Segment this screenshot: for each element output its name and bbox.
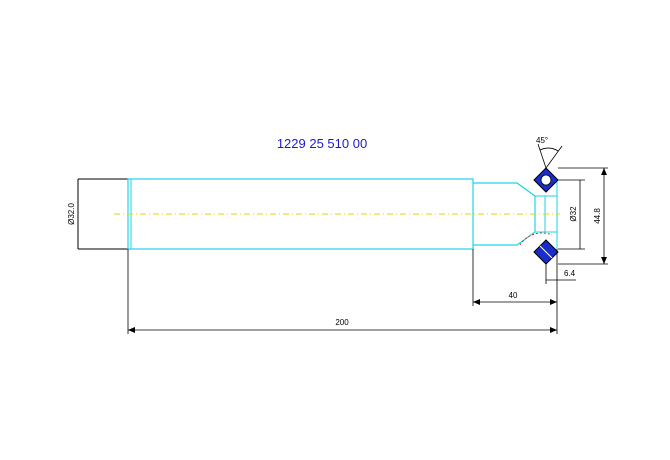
shank-diameter-label: Ø32.0 xyxy=(67,203,76,225)
offset-dimension: 6.4 xyxy=(545,249,576,284)
angle-label: 45° xyxy=(536,136,548,145)
head-length-label: 40 xyxy=(509,291,518,300)
shank-diameter-dimension: Ø32.0 xyxy=(67,203,76,225)
offset-label: 6.4 xyxy=(564,269,576,278)
bottom-insert xyxy=(533,239,559,265)
part-number-label: 1229 25 510 00 xyxy=(277,136,367,151)
bore-diameter-label: Ø32 xyxy=(569,206,578,222)
head-length-dimension: 40 xyxy=(472,249,558,306)
clearance-arc xyxy=(519,232,553,246)
insert-span-dimension: 44.8 xyxy=(558,167,608,265)
top-insert xyxy=(533,167,559,193)
bore-diameter-dimension: Ø32 xyxy=(558,179,585,250)
angle-dimension: 45° xyxy=(536,136,563,169)
shank-section xyxy=(77,178,128,250)
overall-length-dimension: 200 xyxy=(127,249,558,334)
insert-span-label: 44.8 xyxy=(593,208,602,224)
overall-length-label: 200 xyxy=(335,318,349,327)
